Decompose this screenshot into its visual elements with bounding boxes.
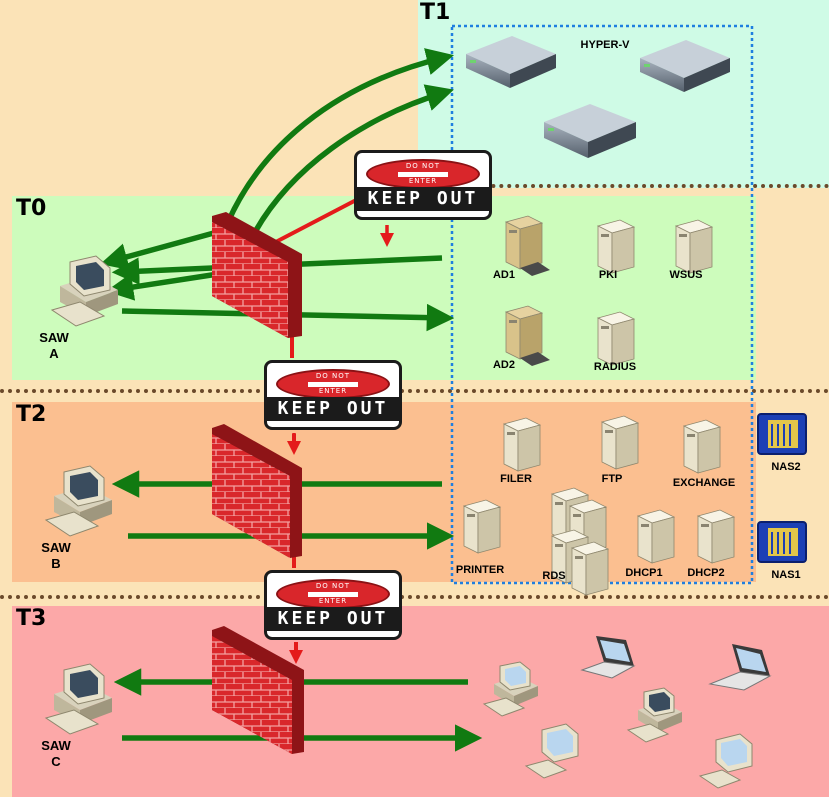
t3-monitor-1: [524, 723, 579, 779]
tier-label-t3: T3: [16, 606, 47, 631]
saw-a-workstation: [50, 255, 118, 327]
radius-label: RADIUS: [593, 361, 637, 373]
hyperv-label: HYPER-V: [580, 39, 630, 51]
dhcp1-label: DHCP1: [625, 567, 663, 579]
firewall-t3: [212, 626, 304, 754]
wsus-label: WSUS: [669, 269, 703, 281]
dhcp2-label: DHCP2: [687, 567, 725, 579]
sign-enter: ENTER: [318, 387, 348, 395]
rds-server-4: [570, 541, 610, 596]
rds-label: RDS: [542, 570, 566, 582]
exchange-label: EXCHANGE: [672, 477, 736, 489]
t3-monitor-2: [698, 733, 753, 789]
nas1-label: NAS1: [771, 569, 801, 581]
ftp-server: [600, 415, 640, 470]
t3-laptop-2: [708, 644, 772, 691]
sign-oval: DO NOT ENTER: [366, 159, 480, 189]
separator-t2-t3: [0, 595, 829, 599]
separator-t1-t0: [420, 184, 829, 188]
t3-desktop-1: [482, 661, 538, 717]
pki-server: [596, 219, 636, 274]
tier-label-t1: T1: [420, 0, 451, 25]
keep-out-sign-t1-t0: DO NOT ENTER KEEP OUT: [354, 150, 492, 220]
ftp-label: FTP: [601, 473, 623, 485]
hyperv-rack-2: [640, 40, 730, 92]
sign-keep-out: KEEP OUT: [267, 607, 399, 631]
exchange-server: [682, 419, 722, 474]
firewall-t0: [212, 212, 302, 338]
tier-t3-zone: [12, 606, 829, 797]
ad2-label: AD2: [492, 359, 515, 371]
saw-a-label: SAW A: [34, 330, 74, 362]
sign-enter: ENTER: [408, 177, 438, 185]
filer-label: FILER: [500, 473, 532, 485]
saw-a-line2: A: [49, 346, 59, 361]
sign-oval: DO NOT ENTER: [276, 369, 390, 399]
saw-b-label: SAW B: [36, 540, 76, 572]
saw-c-label: SAW C: [36, 738, 76, 770]
saw-b-workstation: [44, 465, 112, 537]
saw-c-line2: C: [51, 754, 61, 769]
printer-label: PRINTER: [455, 564, 505, 576]
saw-b-line2: B: [51, 556, 61, 571]
dhcp1-server: [636, 509, 676, 564]
wsus-server: [674, 219, 714, 274]
filer-server: [502, 417, 542, 472]
saw-a-line1: SAW: [39, 330, 69, 345]
sign-do-not: DO NOT: [315, 372, 351, 380]
sign-do-not: DO NOT: [315, 582, 351, 590]
t3-desktop-2: [626, 687, 682, 743]
saw-c-workstation: [44, 663, 112, 735]
hyperv-rack-3: [544, 104, 636, 158]
sign-do-not: DO NOT: [405, 162, 441, 170]
ad1-server: [504, 215, 550, 276]
nas2-label: NAS2: [771, 461, 801, 473]
saw-b-line1: SAW: [41, 540, 71, 555]
sign-enter: ENTER: [318, 597, 348, 605]
sign-oval: DO NOT ENTER: [276, 579, 390, 609]
nas1-device: [757, 521, 807, 563]
sign-keep-out: KEEP OUT: [357, 187, 489, 211]
nas2-device: [757, 413, 807, 455]
printer-server: [462, 499, 502, 554]
radius-server: [596, 311, 636, 366]
ad1-label: AD1: [492, 269, 515, 281]
ad2-server: [504, 305, 550, 366]
firewall-t2: [212, 424, 302, 558]
hyperv-rack-1: [466, 36, 556, 88]
sign-keep-out: KEEP OUT: [267, 397, 399, 421]
red-down-arrows: [287, 225, 394, 664]
keep-out-sign-t0-t2: DO NOT ENTER KEEP OUT: [264, 360, 402, 430]
saw-c-line1: SAW: [41, 738, 71, 753]
tier-label-t0: T0: [16, 196, 47, 221]
pki-label: PKI: [598, 269, 618, 281]
dhcp2-server: [696, 509, 736, 564]
t3-laptop-1: [580, 636, 636, 679]
keep-out-sign-t2-t3: DO NOT ENTER KEEP OUT: [264, 570, 402, 640]
separator-t0-t2: [0, 389, 829, 393]
tier-label-t2: T2: [16, 402, 47, 427]
